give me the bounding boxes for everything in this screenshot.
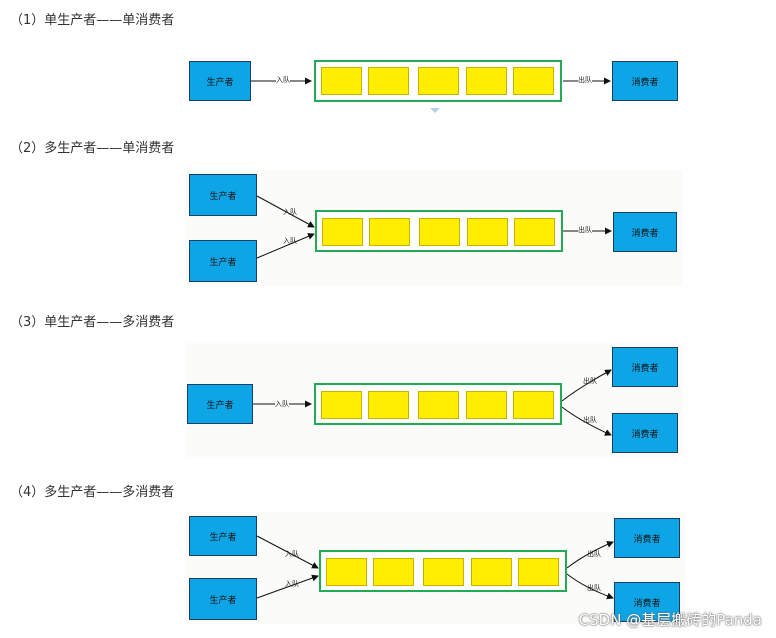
queue-slot (368, 67, 409, 95)
diagram-1: 生产者 入队 出队 消费者 (185, 52, 685, 110)
producer-node: 生产者 (189, 174, 257, 216)
queue-slot (513, 67, 554, 95)
queue (314, 60, 562, 102)
dequeue-arrow (561, 369, 612, 402)
consumer-node: 消费者 (612, 347, 678, 387)
consumer-label: 消费者 (631, 429, 659, 440)
producer-label: 生产者 (209, 191, 237, 202)
queue-slot (418, 67, 459, 95)
queue (319, 550, 567, 592)
consumer-node: 消费者 (614, 518, 680, 558)
queue-slot (326, 558, 367, 586)
diagram-4-arrows (256, 535, 614, 600)
consumer-node: 消费者 (614, 582, 680, 622)
producer-node: 生产者 (187, 384, 253, 424)
queue (315, 210, 563, 252)
dequeue-arrow (561, 406, 612, 436)
enqueue-arrow (256, 195, 315, 228)
dequeue-arrow (566, 541, 614, 569)
enqueue-label: 入队 (285, 550, 299, 558)
dequeue-label: 出队 (578, 226, 592, 234)
consumer-label: 消费者 (631, 228, 659, 239)
enqueue-label: 入队 (283, 208, 297, 216)
queue-slot (321, 67, 362, 95)
section-3-heading: （3）单生产者——多消费者 (10, 315, 175, 330)
producer-label: 生产者 (209, 595, 237, 606)
dequeue-label: 出队 (587, 550, 601, 558)
consumer-node: 消费者 (612, 61, 678, 101)
queue (314, 383, 562, 425)
consumer-label: 消费者 (631, 363, 659, 374)
producer-label: 生产者 (206, 400, 234, 411)
enqueue-label: 入队 (285, 580, 299, 588)
queue-slot (423, 558, 464, 586)
queue-slot (419, 218, 460, 246)
diagram-2: 生产者 生产者 入队 入队 出队 消费者 (185, 170, 683, 286)
queue-slot (466, 67, 507, 95)
queue-slot (368, 391, 409, 419)
enqueue-label: 入队 (283, 237, 297, 245)
section-2-heading: （2）多生产者——单消费者 (10, 141, 175, 156)
dequeue-label: 出队 (578, 76, 592, 84)
queue-slot (514, 218, 555, 246)
consumer-node: 消费者 (612, 413, 678, 453)
producer-label: 生产者 (209, 257, 237, 268)
section-1-heading: （1）单生产者——单消费者 (10, 13, 175, 28)
dequeue-arrow (566, 573, 614, 600)
dequeue-label: 出队 (583, 416, 597, 424)
dequeue-label: 出队 (583, 377, 597, 385)
enqueue-label: 入队 (276, 76, 290, 84)
producer-node: 生产者 (189, 578, 257, 620)
queue-slot (373, 558, 414, 586)
section-4-heading: （4）多生产者——多消费者 (10, 485, 175, 500)
enqueue-arrow (256, 574, 319, 599)
producer-node: 生产者 (189, 61, 251, 101)
consumer-node: 消费者 (613, 212, 677, 252)
collapse-caret-icon[interactable] (430, 108, 440, 113)
consumer-label: 消费者 (633, 534, 661, 545)
enqueue-arrow (256, 535, 319, 569)
queue-slot (369, 218, 410, 246)
queue-slot (466, 391, 507, 419)
producer-node: 生产者 (189, 240, 257, 282)
consumer-label: 消费者 (633, 598, 661, 609)
producer-node: 生产者 (189, 516, 257, 556)
enqueue-arrow (256, 233, 315, 259)
queue-slot (467, 218, 508, 246)
diagram-4: 生产者 生产者 入队 入队 出队 出队 消费者 消费者 (185, 512, 685, 624)
queue-slot (471, 558, 512, 586)
queue-slot (321, 391, 362, 419)
producer-label: 生产者 (209, 532, 237, 543)
queue-slot (418, 391, 459, 419)
enqueue-label: 入队 (275, 400, 289, 408)
queue-slot (322, 218, 363, 246)
diagram-3: 生产者 入队 出队 出队 消费者 消费者 (185, 343, 683, 457)
queue-slot (513, 391, 554, 419)
dequeue-label: 出队 (587, 584, 601, 592)
queue-slot (518, 558, 559, 586)
producer-label: 生产者 (206, 77, 234, 88)
consumer-label: 消费者 (631, 77, 659, 88)
watermark: CSDN @基层搬砖的Panda (578, 611, 762, 629)
